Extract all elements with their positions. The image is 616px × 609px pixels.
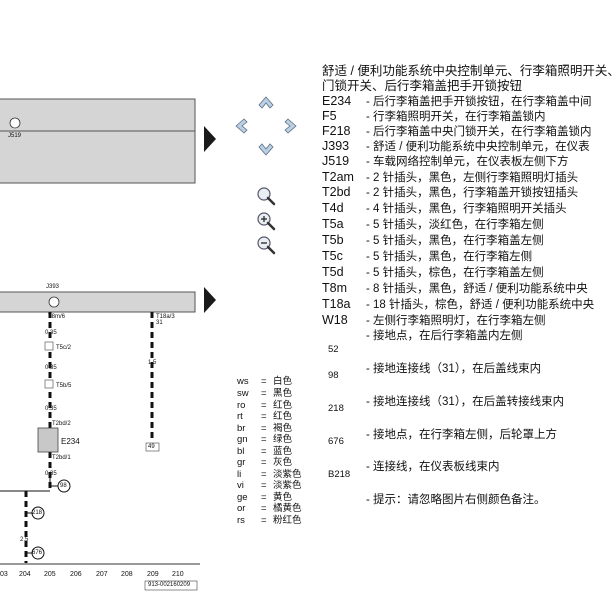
axis-num-0: 03 (0, 571, 8, 578)
wire-size-5: 1.5 (148, 360, 157, 366)
list-item: J393- 舒适 / 便利功能系统中央控制单元，在仪表 (322, 139, 590, 153)
legend-row: or=橘黄色 (237, 503, 302, 514)
list-item: W18- 左侧行李箱照明灯，在行李箱左侧 (322, 313, 546, 327)
list-item: 98- 接地连接线（31），在后盖线束内 (328, 363, 542, 381)
legend-row: li=淡紫色 (237, 469, 302, 480)
wire-size-2: 0.35 (45, 365, 57, 371)
wire-size-1: 0.35 (45, 330, 57, 336)
pan-up-button[interactable] (257, 94, 275, 112)
list-item: T2bd- 2 针插头，黑色，行李箱盖开锁按钮插头 (322, 185, 579, 199)
j519-unit-box (0, 98, 196, 184)
axis-num-5: 208 (121, 571, 133, 578)
list-item: E234- 后行李箱盖把手开锁按钮，在行李箱盖中间 (322, 94, 592, 108)
title-line-1: 舒适 / 便利功能系统中央控制单元、行李箱照明开关、 (322, 64, 616, 78)
wire-size-4: 0.35 (45, 471, 57, 477)
j393-unit-box (0, 291, 196, 313)
e234-label: E234 (61, 437, 80, 446)
ground-98-circle (57, 479, 71, 493)
wiring-diagram: J519 J393 T8m/6 T18a/3 31 0.35 T5c/2 0.3… (0, 0, 200, 609)
legend-row: br=褐色 (237, 423, 293, 434)
j393-k-symbol (48, 296, 60, 308)
t5b-label: T5b/5 (56, 383, 72, 389)
j393-label: J393 (46, 284, 60, 290)
legend-row: vi=淡紫色 (237, 480, 302, 491)
wire-size-3: 0.35 (45, 406, 57, 412)
list-item: F5- 行李箱照明开关，在行李箱盖锁内 (322, 109, 546, 123)
t2bd1-label: T2bd/1 (52, 455, 71, 461)
wire-size-6: 2.5 (20, 537, 29, 543)
t2bd2-label: T2bd/2 (52, 421, 71, 427)
t18a-label: T18a/3 (156, 314, 175, 320)
list-item: F218- 后行李箱盖中央门锁开关，在行李箱盖锁内 (322, 124, 592, 138)
t18a-pin: 31 (156, 320, 163, 326)
pan-left-button[interactable] (233, 117, 251, 135)
ground-218-label: 218 (32, 510, 43, 516)
ref-49-label: 49 (148, 444, 155, 450)
page-title: 舒适 / 便利功能系统中央控制单元、行李箱照明开关、 门锁开关、后行李箱盖把手开… (322, 64, 616, 94)
t8m-label: T8m/6 (48, 314, 66, 320)
e234-button-box (37, 427, 59, 453)
axis-num-6: 209 (147, 571, 159, 578)
zoom-fit-button[interactable] (256, 186, 276, 206)
ground-676-label: 676 (32, 550, 43, 556)
next-section-arrow-mid[interactable] (204, 287, 216, 313)
list-item: T2am- 2 针插头，黑色，左侧行李箱照明灯插头 (322, 170, 579, 184)
axis-num-3: 206 (70, 571, 82, 578)
list-item: T5a- 5 针插头，淡红色，在行李箱左侧 (322, 217, 544, 231)
list-item: J519- 车载网络控制单元，在仪表板左侧下方 (322, 154, 569, 168)
j519-label: J519 (8, 133, 22, 139)
doc-id: 913-002160209 (148, 582, 191, 588)
legend-row: rt=红色 (237, 411, 293, 422)
ground-98-label: 98 (60, 483, 67, 489)
list-item: T4d- 4 针插头，黑色，行李箱照明开关插头 (322, 201, 567, 215)
legend-row: ws=白色 (237, 376, 293, 387)
legend-row: gn=绿色 (237, 434, 293, 445)
ground-218-circle (31, 506, 45, 520)
list-item: T5d- 5 针插头，棕色，在行李箱盖左侧 (322, 265, 544, 279)
legend-row: ge=黄色 (237, 492, 293, 503)
note-item: - 提示：请忽略图片右侧颜色备注。 (366, 494, 546, 506)
axis-num-7: 210 (172, 571, 184, 578)
t5c-label: T5c/2 (56, 345, 72, 351)
ground-676-circle (31, 546, 45, 560)
legend-row: rs=粉红色 (237, 515, 302, 526)
zoom-out-button[interactable] (256, 235, 276, 255)
legend-row: ro=红色 (237, 400, 293, 411)
list-item: B218- 连接线，在仪表板线束内 (328, 461, 500, 480)
list-item: 52- 接地点，在后行李箱盖内左侧 (328, 330, 523, 355)
next-section-arrow-top[interactable] (204, 126, 216, 152)
zoom-in-button[interactable] (256, 211, 276, 231)
legend-row: bl=蓝色 (237, 446, 293, 457)
pan-down-button[interactable] (257, 140, 275, 158)
axis-num-4: 207 (96, 571, 108, 578)
diagram-lines (0, 98, 200, 591)
list-item: 218- 接地连接线（31），在后盖转接线束内 (328, 396, 565, 414)
j519-k-symbol (9, 117, 21, 129)
list-item: T5b- 5 针插头，黑色，在行李箱盖左侧 (322, 233, 544, 247)
axis-num-2: 205 (44, 571, 56, 578)
title-line-2: 门锁开关、后行李箱盖把手开锁按钮 (322, 79, 523, 93)
pan-right-button[interactable] (281, 117, 299, 135)
legend-row: sw=黑色 (237, 388, 293, 399)
list-item: T18a- 18 针插头，棕色，舒适 / 便利功能系统中央 (322, 297, 595, 311)
legend-row: gr=灰色 (237, 457, 293, 468)
list-item: 676- 接地点，在行李箱左侧，后轮罩上方 (328, 429, 558, 447)
list-item: T5c- 5 针插头，黑色，在行李箱左侧 (322, 249, 533, 263)
axis-num-1: 204 (19, 571, 31, 578)
list-item: T8m- 8 针插头，黑色，舒适 / 便利功能系统中央 (322, 281, 588, 295)
